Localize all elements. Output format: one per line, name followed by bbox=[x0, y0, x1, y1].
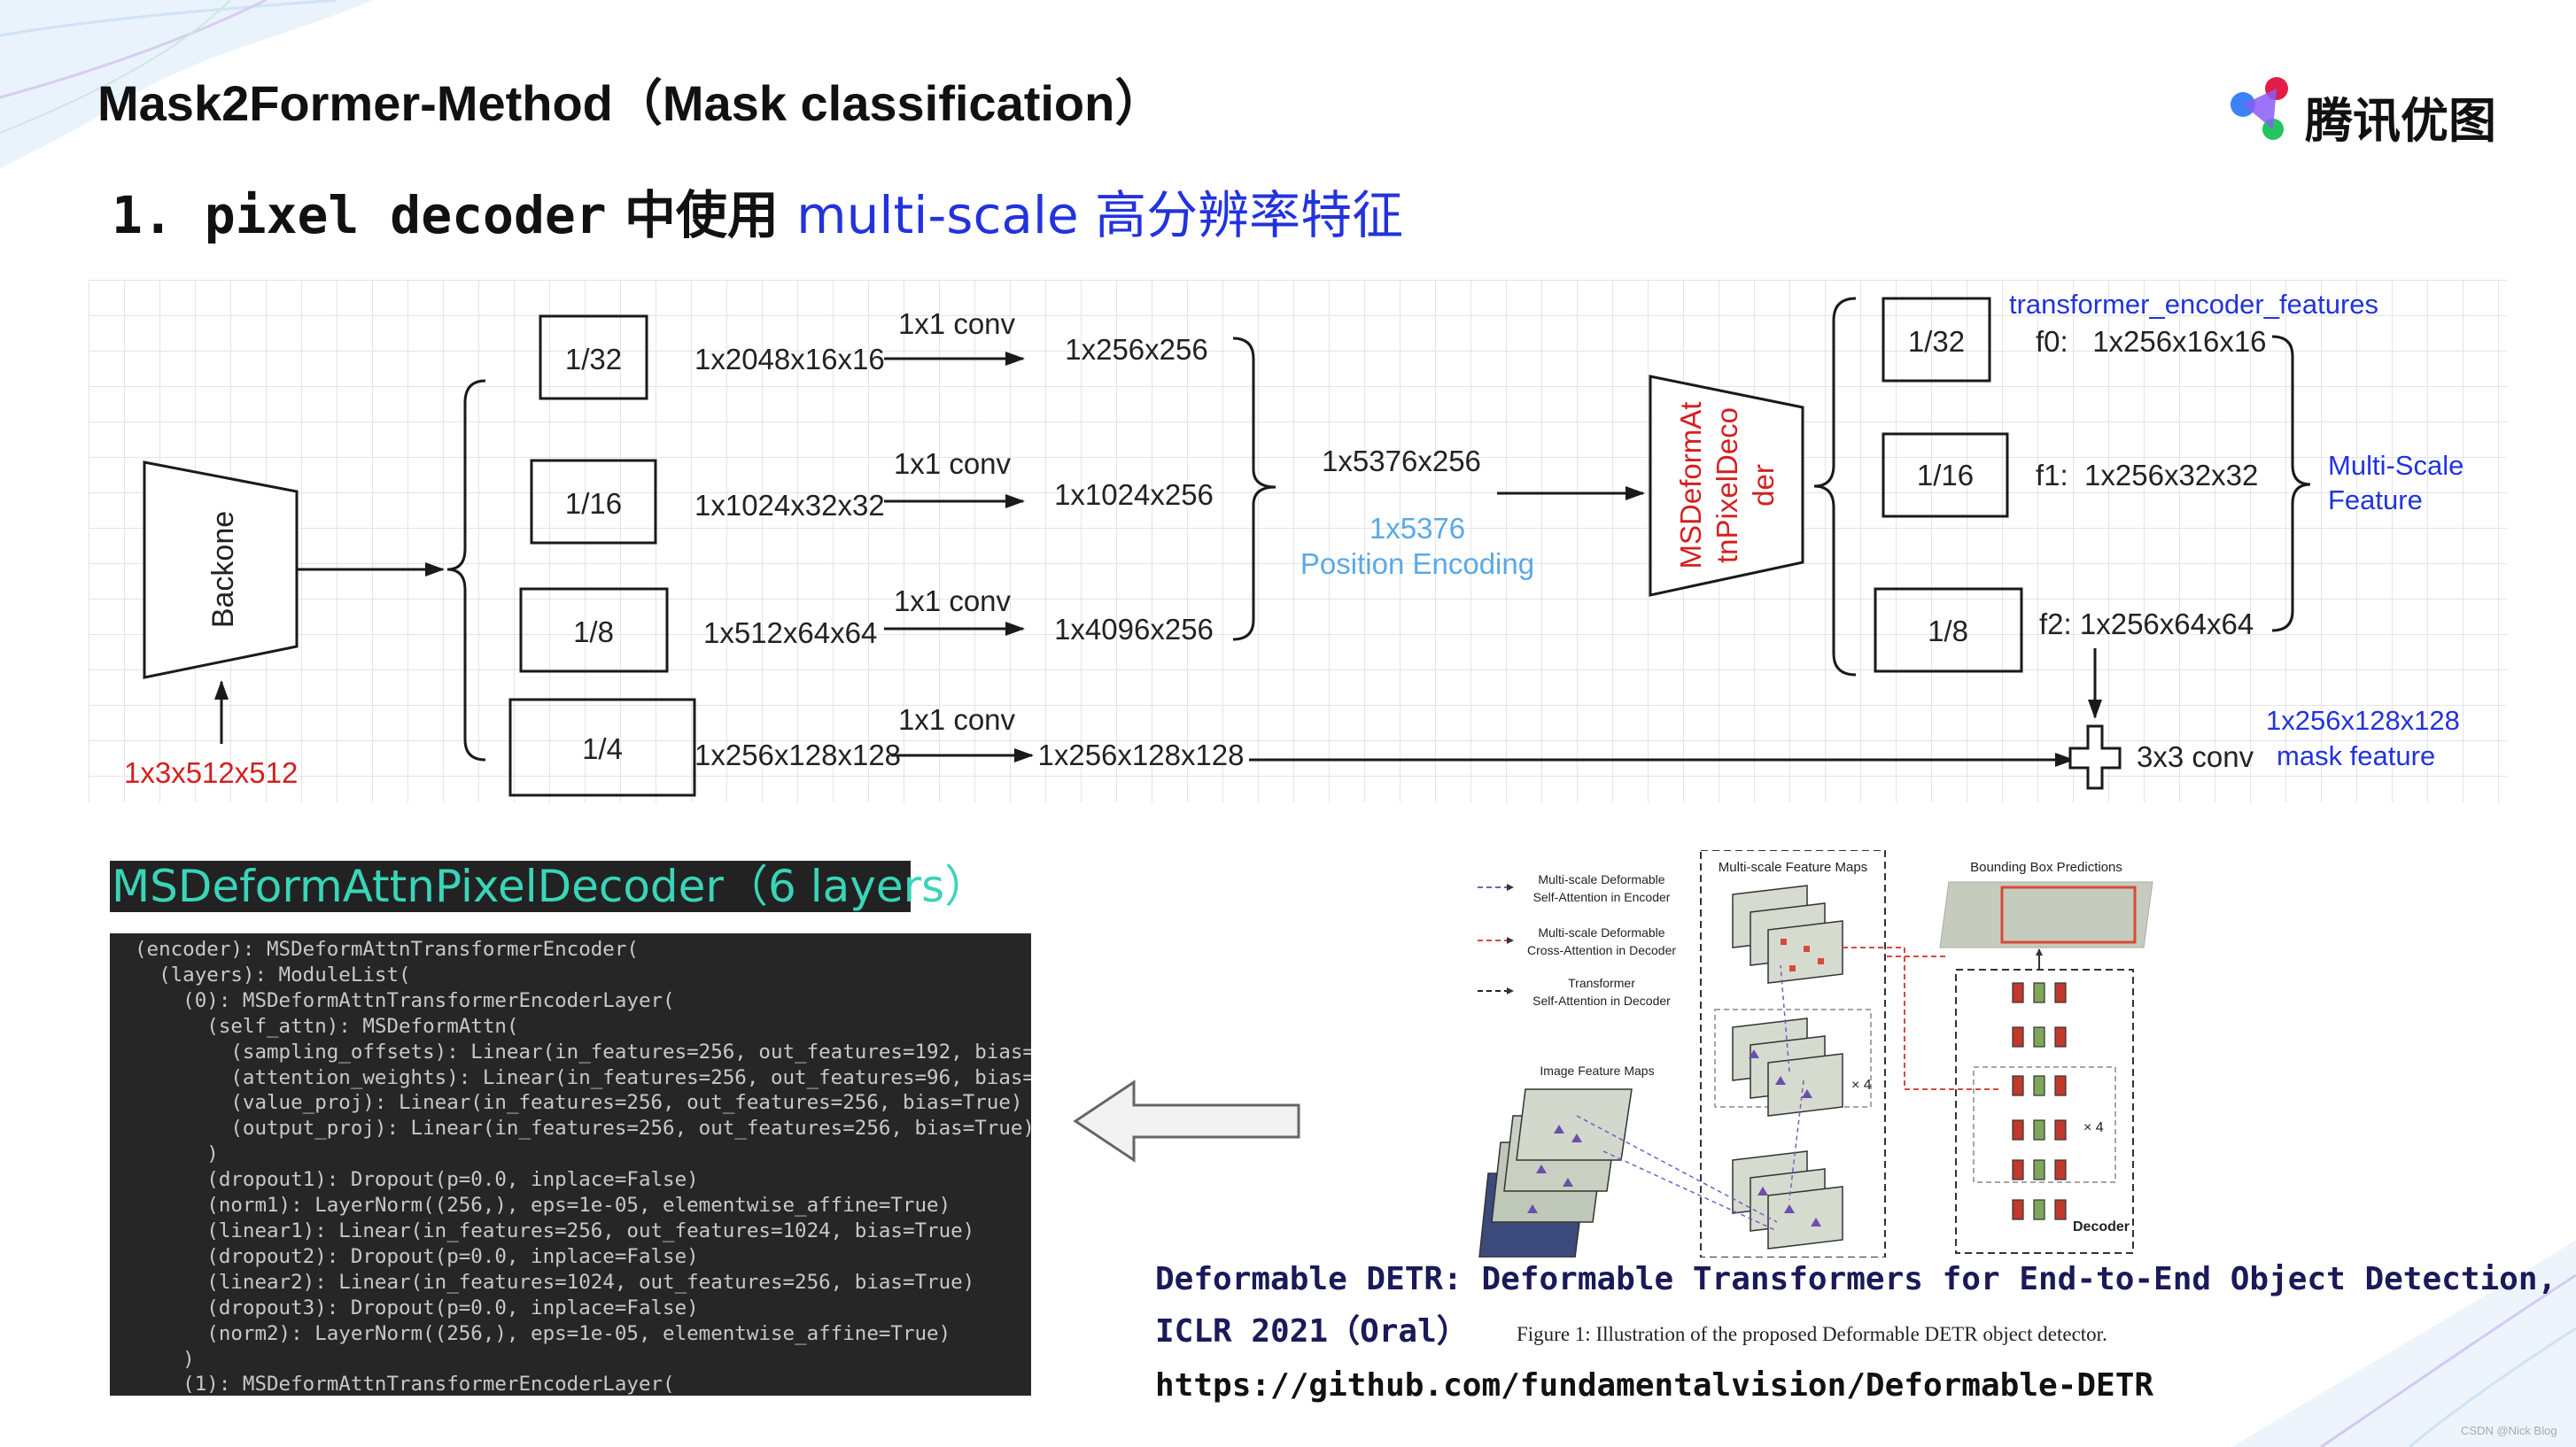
slide-title: Mask2Former-Method（Mask classification） bbox=[97, 75, 1165, 131]
concat-shape: 1x5376x256 bbox=[1322, 445, 1481, 477]
position-encoding-shape: 1x5376 bbox=[1369, 512, 1465, 545]
conv-label-2: 1x1 conv bbox=[894, 447, 1012, 480]
scale-box-1-8 bbox=[519, 587, 669, 673]
legend-2a: Multi-scale Deformable bbox=[1538, 925, 1664, 940]
feature-box-1-32 bbox=[1882, 297, 1991, 383]
scale-box-1-32 bbox=[539, 314, 648, 400]
scale-ratio-1-4: 1/4 bbox=[582, 732, 623, 765]
conv-out-2: 1x1024x256 bbox=[1054, 478, 1214, 511]
feature-label-f0: f0: 1x256x16x16 bbox=[2036, 325, 2267, 358]
conv3-label: 3x3 conv bbox=[2137, 740, 2254, 773]
encoder-features-label: transformer_encoder_features bbox=[2009, 289, 2378, 320]
decoder-label: Decoder bbox=[2073, 1219, 2130, 1234]
middle-brace bbox=[1232, 337, 1276, 641]
code-title: MSDeformAttnPixelDecoder（6 layers） bbox=[110, 861, 989, 912]
feature-label-f2: f2: 1x256x64x64 bbox=[2039, 607, 2254, 640]
scale-ratio-1-16: 1/16 bbox=[565, 487, 622, 520]
left-arrow-icon bbox=[1073, 1079, 1300, 1163]
logo-text: 腾讯优图 bbox=[2305, 93, 2496, 149]
decoder-label-2: tnPixelDeco bbox=[1711, 407, 1743, 563]
subtitle-bold: 1. pixel decoder bbox=[112, 185, 607, 245]
add-operator bbox=[2068, 724, 2122, 790]
backbone-label: Backone bbox=[206, 511, 240, 628]
position-encoding-label: Position Encoding bbox=[1300, 547, 1534, 580]
legend-1a: Multi-scale Deformable bbox=[1538, 872, 1664, 886]
scale-ratio-1-32: 1/32 bbox=[565, 343, 622, 375]
decoder-repeat-label: × 4 bbox=[2083, 1120, 2104, 1135]
encoder-repeat-label: × 4 bbox=[1851, 1078, 1872, 1093]
image-feature-maps-label: Image Feature Maps bbox=[1540, 1064, 1654, 1078]
feature-ratio-1-8: 1/8 bbox=[1928, 615, 1968, 647]
github-link[interactable]: https://github.com/fundamentalvision/Def… bbox=[1155, 1367, 2154, 1404]
scale-box-1-16 bbox=[530, 459, 657, 545]
pixel-decoder-diagram: Backone 1x3x512x512 1/32 1/16 1/8 1/4 1x… bbox=[124, 289, 2463, 797]
tencent-youtu-logo-icon bbox=[2231, 77, 2288, 140]
left-brace bbox=[446, 379, 486, 762]
decoder-label-1: MSDeformAt bbox=[1674, 402, 1707, 569]
tencent-youtu-logo: 腾讯优图 bbox=[2223, 71, 2496, 151]
conv-label-3: 1x1 conv bbox=[894, 584, 1012, 617]
mask-shape: 1x256x128x128 bbox=[2266, 705, 2460, 736]
legend-2b: Cross-Attention in Decoder bbox=[1527, 943, 1676, 957]
feature-box-1-16 bbox=[1882, 432, 2009, 518]
paper-venue: ICLR 2021（Oral） bbox=[1155, 1313, 1469, 1350]
pixel-decoder-block bbox=[1649, 375, 1804, 597]
scale-shape-4: 1x256x128x128 bbox=[694, 739, 901, 771]
multiscale-feature-maps-label: Multi-scale Feature Maps bbox=[1719, 860, 1867, 875]
scale-shape-2: 1x1024x32x32 bbox=[694, 489, 885, 522]
decoder-label-3: der bbox=[1747, 464, 1780, 507]
conv-out-4: 1x256x128x128 bbox=[1037, 739, 1244, 771]
decoder-output-brace bbox=[1813, 297, 1857, 677]
multiscale-label-1: Multi-Scale bbox=[2328, 450, 2463, 481]
subtitle-mid: 中使用 bbox=[606, 185, 797, 245]
deformable-detr-figure: Multi-scale Deformable Self-Attention in… bbox=[1478, 850, 2153, 1257]
feature-ratio-1-16: 1/16 bbox=[1917, 459, 1974, 491]
multiscale-brace bbox=[2271, 335, 2311, 632]
conv-label-1: 1x1 conv bbox=[898, 307, 1016, 340]
mask-feature-label: mask feature bbox=[2277, 740, 2435, 771]
legend-3b: Self-Attention in Decoder bbox=[1532, 994, 1671, 1008]
code-panel: (encoder): MSDeformAttnTransformerEncode… bbox=[110, 933, 1031, 1396]
figure-caption: Figure 1: Illustration of the proposed D… bbox=[1517, 1323, 2107, 1345]
legend-1b: Self-Attention in Encoder bbox=[1533, 890, 1671, 904]
code-text: (encoder): MSDeformAttnTransformerEncode… bbox=[135, 938, 1031, 1396]
conv-out-1: 1x256x256 bbox=[1065, 333, 1207, 366]
scale-box-1-4 bbox=[508, 698, 696, 797]
backbone-block bbox=[143, 460, 299, 679]
paper-title: Deformable DETR: Deformable Transformers… bbox=[1155, 1261, 2557, 1297]
legend-3a: Transformer bbox=[1568, 976, 1635, 990]
feature-box-1-8 bbox=[1874, 587, 2023, 673]
bbox-predictions-label: Bounding Box Predictions bbox=[1970, 860, 2122, 875]
feature-ratio-1-32: 1/32 bbox=[1908, 325, 1965, 358]
conv-label-4: 1x1 conv bbox=[898, 703, 1016, 736]
multiscale-label-2: Feature bbox=[2328, 484, 2423, 515]
input-shape: 1x3x512x512 bbox=[124, 756, 298, 789]
scale-shape-1: 1x2048x16x16 bbox=[694, 343, 885, 375]
scale-shape-3: 1x512x64x64 bbox=[703, 616, 877, 649]
slide-subtitle: 1. pixel decoder 中使用 multi-scale 高分辨率特征 bbox=[112, 174, 1403, 248]
diagram-grid-background bbox=[89, 280, 2507, 802]
watermark: CSDN @Nick Blog bbox=[2461, 1424, 2557, 1437]
feature-label-f1: f1: 1x256x32x32 bbox=[2036, 459, 2258, 491]
conv-out-3: 1x4096x256 bbox=[1054, 613, 1214, 646]
scale-ratio-1-8: 1/8 bbox=[573, 615, 614, 648]
subtitle-highlight: multi-scale 高分辨率特征 bbox=[796, 185, 1404, 245]
